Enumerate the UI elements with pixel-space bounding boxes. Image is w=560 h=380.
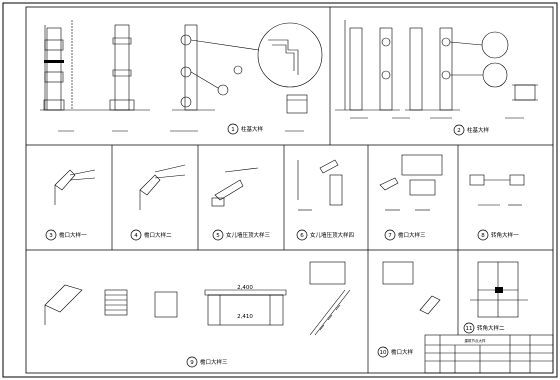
panel-3-drawing [54, 169, 96, 205]
panel-1-hatch [44, 60, 64, 63]
panel-3-number: 3 [49, 233, 53, 239]
panel-2-drawing [335, 20, 538, 111]
panel-6-title: 女儿墙压顶大样四 [310, 231, 354, 239]
span-dimension-bottom: 2,410 [237, 314, 253, 320]
panel-9-title: 檐口大样三 [200, 358, 228, 366]
panel-6-label: 6 女儿墙压顶大样四 [296, 229, 354, 241]
panel-8-number: 8 [481, 233, 485, 239]
panel-5-title: 女儿墙压顶大样三 [226, 231, 271, 239]
panel-2-number: 2 [457, 128, 461, 134]
panel-4-label: 4 檐口大样二 [130, 229, 172, 241]
panel-7-label: 7 檐口大样三 [384, 229, 426, 241]
panel-7-drawing [379, 154, 443, 211]
panel-5-number: 5 [216, 233, 220, 239]
span-dimension-top: 2,400 [237, 285, 253, 291]
panel-2-label: 2 柱基大样 [453, 124, 490, 136]
panel-11-label: 11 转角大样二 [463, 322, 505, 334]
panel-3-title: 檐口大样一 [59, 231, 87, 239]
panel-3-label: 3 檐口大样一 [45, 229, 87, 241]
panel-8-title: 转角大样一 [491, 231, 519, 239]
panel-8-label: 8 转角大样一 [477, 229, 519, 241]
title-block [424, 334, 554, 374]
panel-4-drawing [139, 164, 186, 210]
panel-11-hatch [495, 287, 503, 293]
panel-4-number: 4 [134, 233, 138, 239]
panel-5-label: 5 女儿墙压顶大样三 [212, 229, 271, 241]
panel-10-label: 10 檐口大样 [377, 346, 414, 358]
panel-1-label: 1 柱基大样 [227, 123, 264, 135]
panel-8-drawing [469, 174, 525, 206]
panel-11-number: 11 [466, 326, 473, 332]
panel-7-number: 7 [388, 233, 392, 239]
panel-10-title: 檐口大样 [391, 348, 414, 356]
panel-2-title: 柱基大样 [467, 126, 490, 134]
panel-9-drawing [44, 284, 287, 326]
panel-5-drawing [211, 167, 259, 207]
title-block-drawing-title: 建筑节点大样 [465, 338, 486, 343]
inner-frame [25, 6, 554, 374]
panel-4-title: 檐口大样二 [144, 231, 172, 239]
panel-6-drawing [297, 159, 343, 211]
panel-9-number: 9 [190, 360, 194, 366]
panel-11-title: 转角大样二 [477, 324, 505, 332]
panel-10-drawing [309, 261, 441, 336]
panel-1-number: 1 [231, 127, 235, 133]
panel-6-number: 6 [300, 233, 304, 239]
panel-1-title: 柱基大样 [241, 125, 264, 133]
panel-1-drawing [40, 20, 323, 114]
panel-10-number: 10 [380, 350, 387, 356]
panel-9-label: 9 檐口大样三 [186, 356, 228, 368]
panel-7-title: 檐口大样三 [398, 231, 426, 239]
